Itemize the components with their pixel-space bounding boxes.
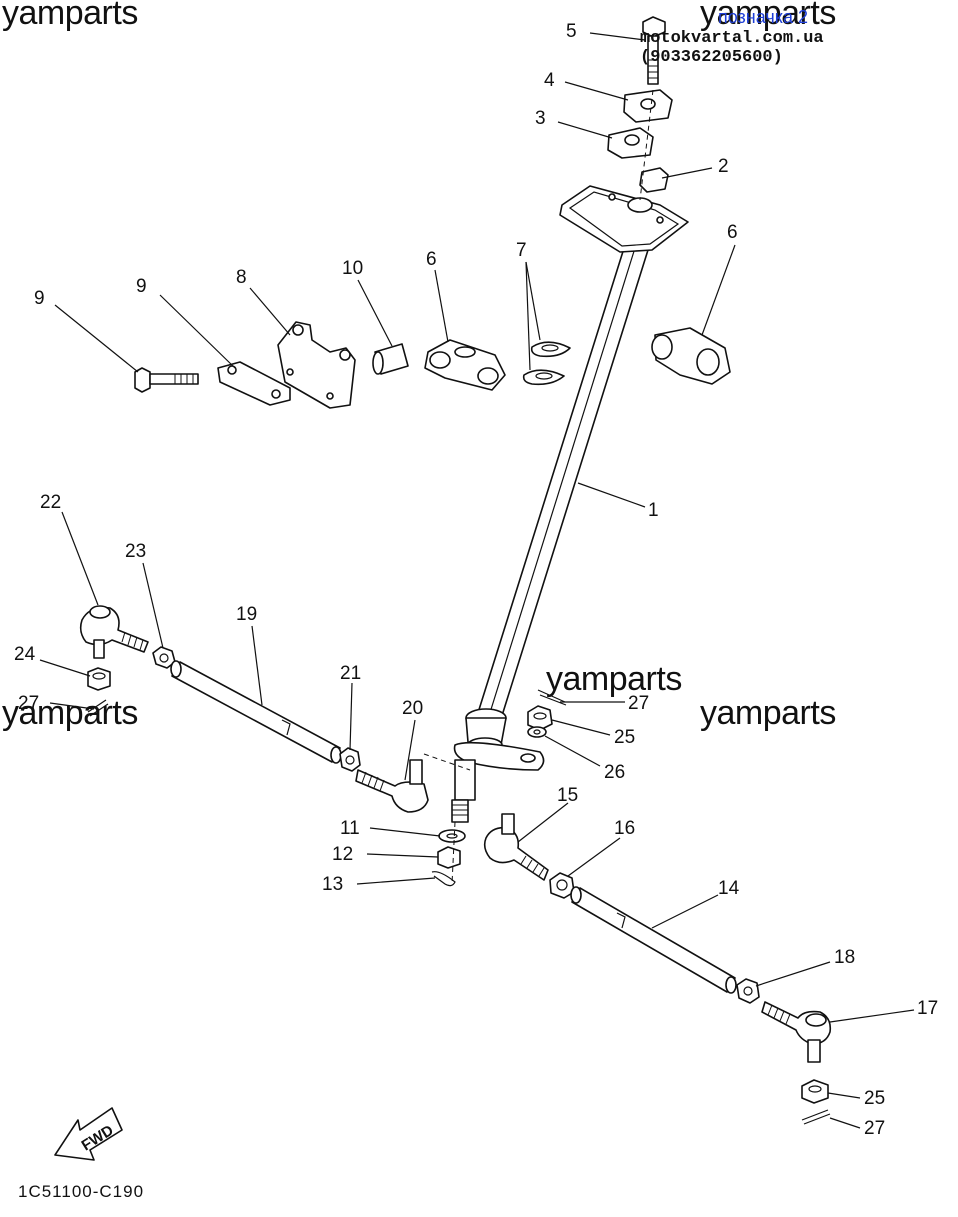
callout-7: 7 <box>516 240 527 261</box>
tie-rod-20 <box>170 660 342 764</box>
holder-6-left <box>424 339 506 391</box>
callout-17: 16 <box>614 818 635 839</box>
callout-11: 10 <box>342 258 363 279</box>
callout-27-right: 27 <box>864 1118 885 1139</box>
callout-9: 9 <box>34 288 45 309</box>
washers-7 <box>522 341 571 386</box>
pitman-arm <box>453 741 545 771</box>
callout-10: 9 <box>136 276 147 297</box>
callout-12: 11 <box>340 818 360 839</box>
callout-23: 22 <box>40 492 61 513</box>
assembly-guide-lines <box>423 89 654 885</box>
callout-27-left: 27 <box>18 693 39 714</box>
callout-3: 3 <box>535 108 546 129</box>
column-bottom-stub <box>451 759 476 823</box>
callout-2: 2 <box>718 156 729 177</box>
site-url-text: motokvartal.com.ua (903362205600) <box>640 29 824 67</box>
callout-26: 26 <box>604 762 625 783</box>
lock-washer-10 <box>217 361 291 406</box>
callout-15: 14 <box>718 878 740 899</box>
tie-rod-15 <box>570 886 737 994</box>
callout-14: 13 <box>322 874 343 895</box>
washer-26 <box>527 726 547 738</box>
callout-8: 8 <box>236 267 247 288</box>
nut-19 <box>736 978 760 1004</box>
callout-6-right: 6 <box>727 222 738 243</box>
nut-25-right <box>801 1079 829 1104</box>
callout-21: 20 <box>402 698 423 719</box>
callout-1: 1 <box>648 500 659 521</box>
callout-13: 12 <box>332 844 353 865</box>
nut-13 <box>437 846 461 869</box>
collar-11 <box>372 343 409 375</box>
washer-12 <box>438 829 466 843</box>
callout-numbers: 5 4 3 2 1 6 7 6 10 8 9 9 22 23 24 27 19 … <box>14 21 938 1139</box>
callout-18: 17 <box>917 998 938 1019</box>
callout-25-right: 25 <box>864 1088 885 1109</box>
cotter-pin-14 <box>431 871 456 887</box>
callout-22: 21 <box>340 663 361 684</box>
brand-overlay-text: позначка 2 <box>718 7 809 27</box>
tie-rod-end-23 <box>79 605 149 659</box>
watermark-top-right: yamparts <box>700 0 836 32</box>
handlebar-mount-plate <box>559 185 689 253</box>
callout-16: 15 <box>557 785 578 806</box>
callout-24: 23 <box>125 541 146 562</box>
holder-6-right <box>651 327 731 385</box>
callout-25-mid: 25 <box>614 727 635 748</box>
bracket-8 <box>277 321 356 409</box>
upper-clamp-4 <box>623 89 673 123</box>
diagram-code: 1C51100-C190 <box>18 1182 145 1201</box>
callout-27-mid: 27 <box>628 693 649 714</box>
cotter-pin-27-mid <box>537 689 567 706</box>
callout-6-left: 6 <box>426 249 437 270</box>
lower-clamp-3 <box>607 127 654 159</box>
cotter-pin-27-right <box>801 1109 831 1125</box>
watermark-mid-left: yamparts <box>2 694 138 732</box>
callout-25-left: 24 <box>14 644 36 665</box>
nut-25-mid <box>527 705 553 731</box>
nut-25-left <box>87 667 111 691</box>
fwd-arrow-icon: FWD <box>54 1107 123 1161</box>
callout-19: 18 <box>834 947 855 968</box>
bushing-2 <box>639 167 669 193</box>
tie-rod-end-21 <box>355 759 429 813</box>
bolt-5 <box>642 16 666 85</box>
callout-4: 4 <box>544 70 555 91</box>
bolt-9 <box>134 367 199 393</box>
steering-column-shaft <box>476 244 649 723</box>
tie-rod-end-18 <box>761 1001 832 1063</box>
tie-rod-end-16 <box>483 813 549 881</box>
callout-20: 19 <box>236 604 257 625</box>
watermark-mid-right: yamparts <box>700 694 836 732</box>
callout-5: 5 <box>566 21 577 42</box>
leader-lines <box>39 32 915 1129</box>
nut-22 <box>339 747 361 772</box>
cotter-pin-27-left <box>87 699 109 717</box>
watermark-top-left: yamparts <box>2 0 138 32</box>
watermark-mid-center: yamparts <box>546 660 682 698</box>
